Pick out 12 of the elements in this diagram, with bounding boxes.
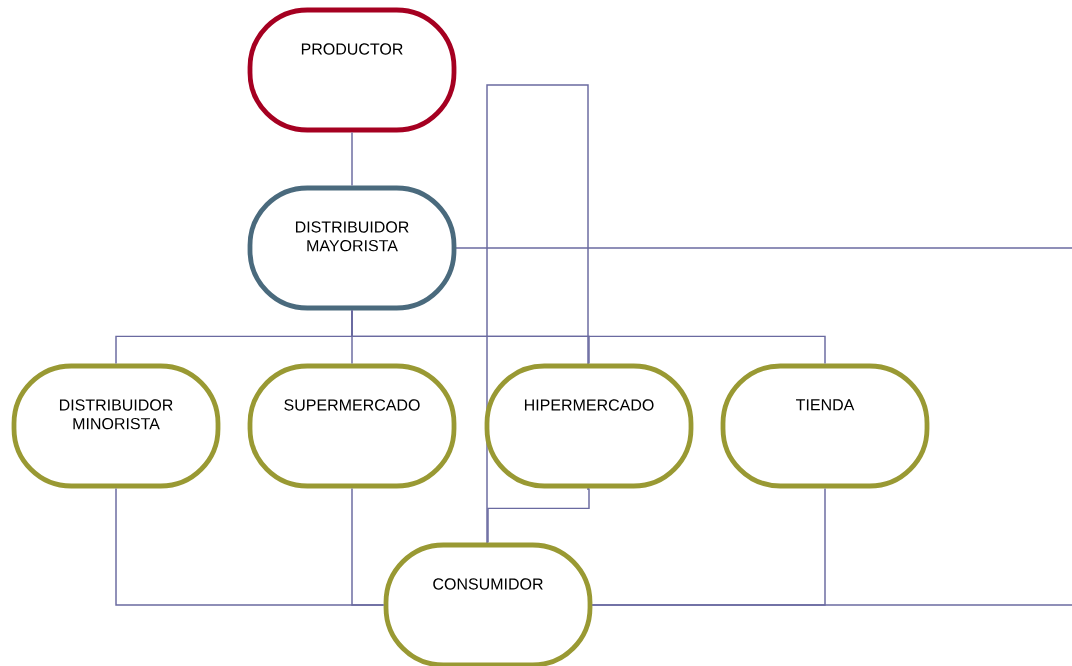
process-box: HIPERMERCADO bbox=[484, 363, 694, 489]
process-box: DISTRIBUIDOR MAYORISTA bbox=[247, 185, 457, 311]
connector-line bbox=[351, 487, 385, 606]
process-box: CONSUMIDOR bbox=[383, 542, 593, 666]
process-box: SUPERMERCADO bbox=[247, 363, 457, 489]
connector-line bbox=[351, 309, 826, 365]
connector-line bbox=[351, 131, 353, 187]
process-box: DISTRIBUIDOR MINORISTA bbox=[11, 363, 221, 489]
connector-line bbox=[487, 487, 590, 544]
process-box: TIENDA bbox=[720, 363, 930, 489]
process-box: PRODUCTOR bbox=[247, 7, 457, 133]
connector-line bbox=[591, 487, 826, 606]
